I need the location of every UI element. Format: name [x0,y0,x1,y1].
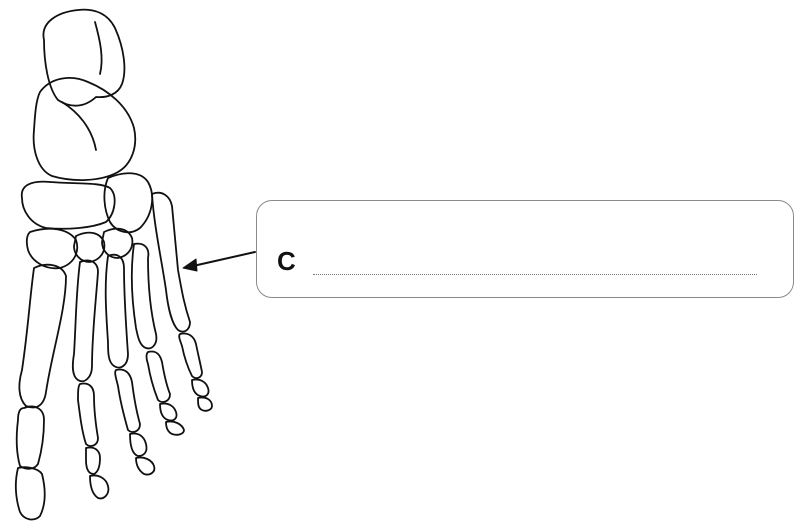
calcaneus [42,8,126,107]
navicular [20,180,116,230]
toe-2-proximal-phalanx [77,382,99,447]
toe-5-middle-phalanx [191,378,210,398]
toe-3-distal-phalanx [135,456,156,476]
pointer-arrowhead-c [182,258,198,272]
big-toe-proximal-phalanx [15,405,45,470]
toe-5-proximal-phalanx [178,332,203,379]
calcaneus-detail [94,21,103,75]
toe-3-middle-phalanx [129,432,148,457]
label-c-letter: C [277,246,296,276]
toe-4-distal-phalanx [165,420,185,436]
talus-detail [61,101,97,151]
metatarsal-4 [130,242,158,350]
metatarsal-2 [71,259,99,383]
toe-4-middle-phalanx [159,402,178,422]
metatarsal-5 [151,191,191,333]
toe-2-distal-phalanx [89,474,110,500]
toe-4-proximal-phalanx [145,350,171,403]
intermediate-cuneiform [73,231,106,263]
big-toe-distal-phalanx [14,466,46,521]
cuboid [103,172,154,234]
label-c-answer-line[interactable] [313,274,757,275]
toe-5-distal-phalanx [197,396,213,412]
pointer-line-c [192,251,256,267]
label-c-box: C [256,200,794,298]
toe-3-proximal-phalanx [114,368,141,433]
metatarsal-3 [104,253,129,369]
toe-2-middle-phalanx [85,446,101,475]
metatarsal-1 [18,263,67,409]
talus [32,77,137,181]
lateral-cuneiform [101,227,134,259]
medial-cuneiform [25,227,79,270]
